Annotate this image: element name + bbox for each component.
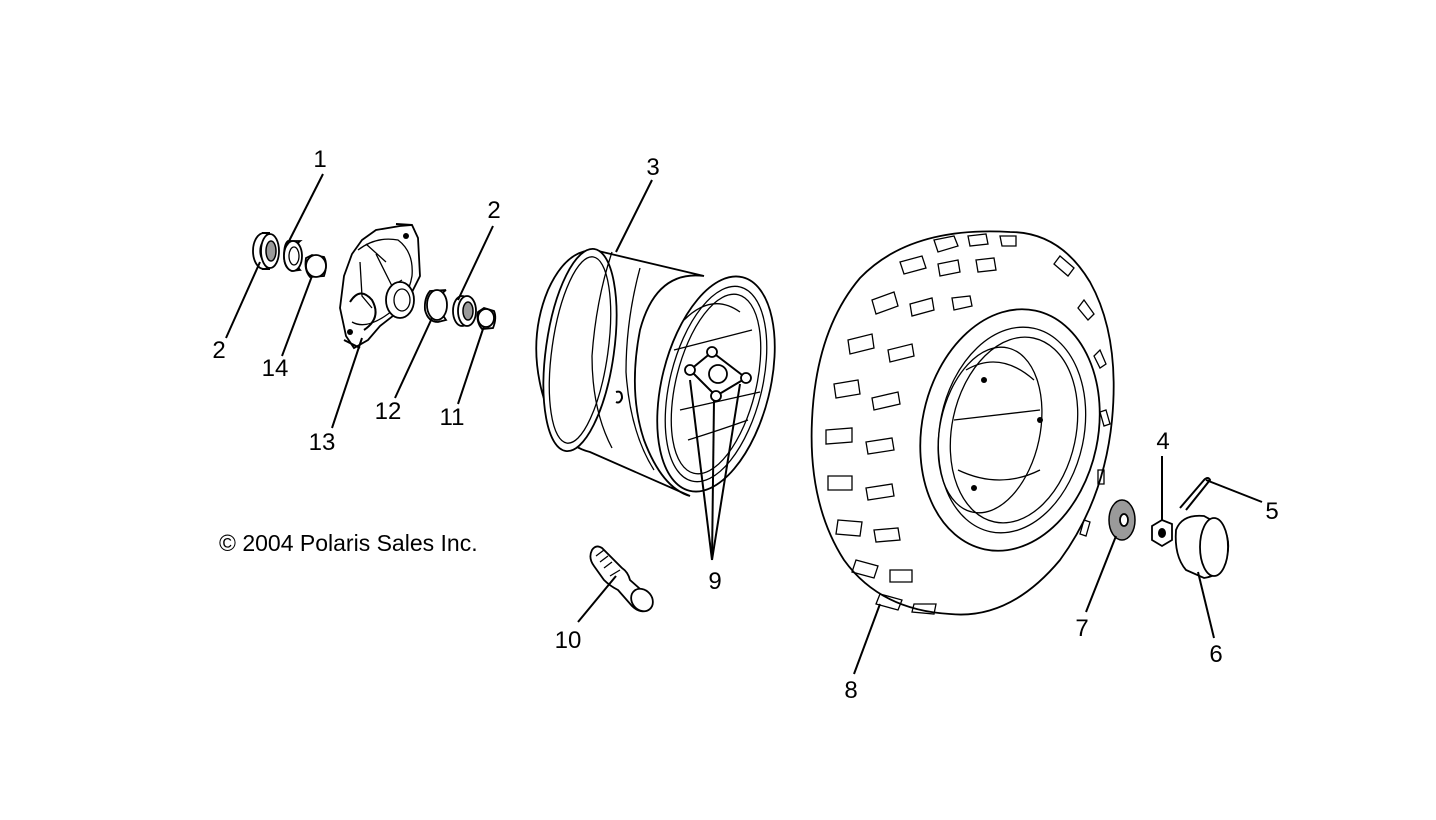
callout-13: 13	[309, 429, 336, 456]
callout-2-right: 2	[487, 197, 500, 224]
tire-part	[810, 230, 1115, 616]
callout-5: 5	[1265, 498, 1278, 525]
hub-part	[339, 223, 421, 350]
nut-part	[1151, 518, 1173, 548]
copyright-notice: © 2004 Polaris Sales Inc.	[219, 530, 478, 556]
callout-2-left: 2	[212, 337, 225, 364]
washer-part	[1108, 499, 1136, 541]
wheel-rim-part	[535, 247, 776, 497]
callout-14: 14	[262, 355, 289, 382]
seal-left-part	[252, 232, 280, 270]
callout-9: 9	[708, 568, 721, 595]
callout-10: 10	[555, 627, 582, 654]
callout-12: 12	[375, 398, 402, 425]
callout-7: 7	[1075, 615, 1088, 642]
callout-6: 6	[1209, 641, 1222, 668]
callout-3: 3	[646, 154, 659, 181]
callout-4: 4	[1156, 428, 1169, 455]
seal-right-part	[452, 295, 477, 327]
bearing-part	[283, 240, 303, 272]
spacer-part	[304, 254, 327, 278]
spacer-right-part	[476, 307, 497, 330]
hub-cap-part	[1174, 514, 1230, 579]
leader-lines	[225, 173, 1263, 675]
callout-8: 8	[844, 677, 857, 704]
valve-stem-part	[589, 545, 654, 613]
callout-labels: 1 2 2 3 4 5 6 7 8 9 10 11 12 13 14	[212, 146, 1278, 704]
callout-11: 11	[440, 404, 465, 431]
cotter-pin-part	[1179, 477, 1212, 511]
inner-bearing-part	[423, 289, 448, 323]
callout-1: 1	[313, 146, 326, 173]
